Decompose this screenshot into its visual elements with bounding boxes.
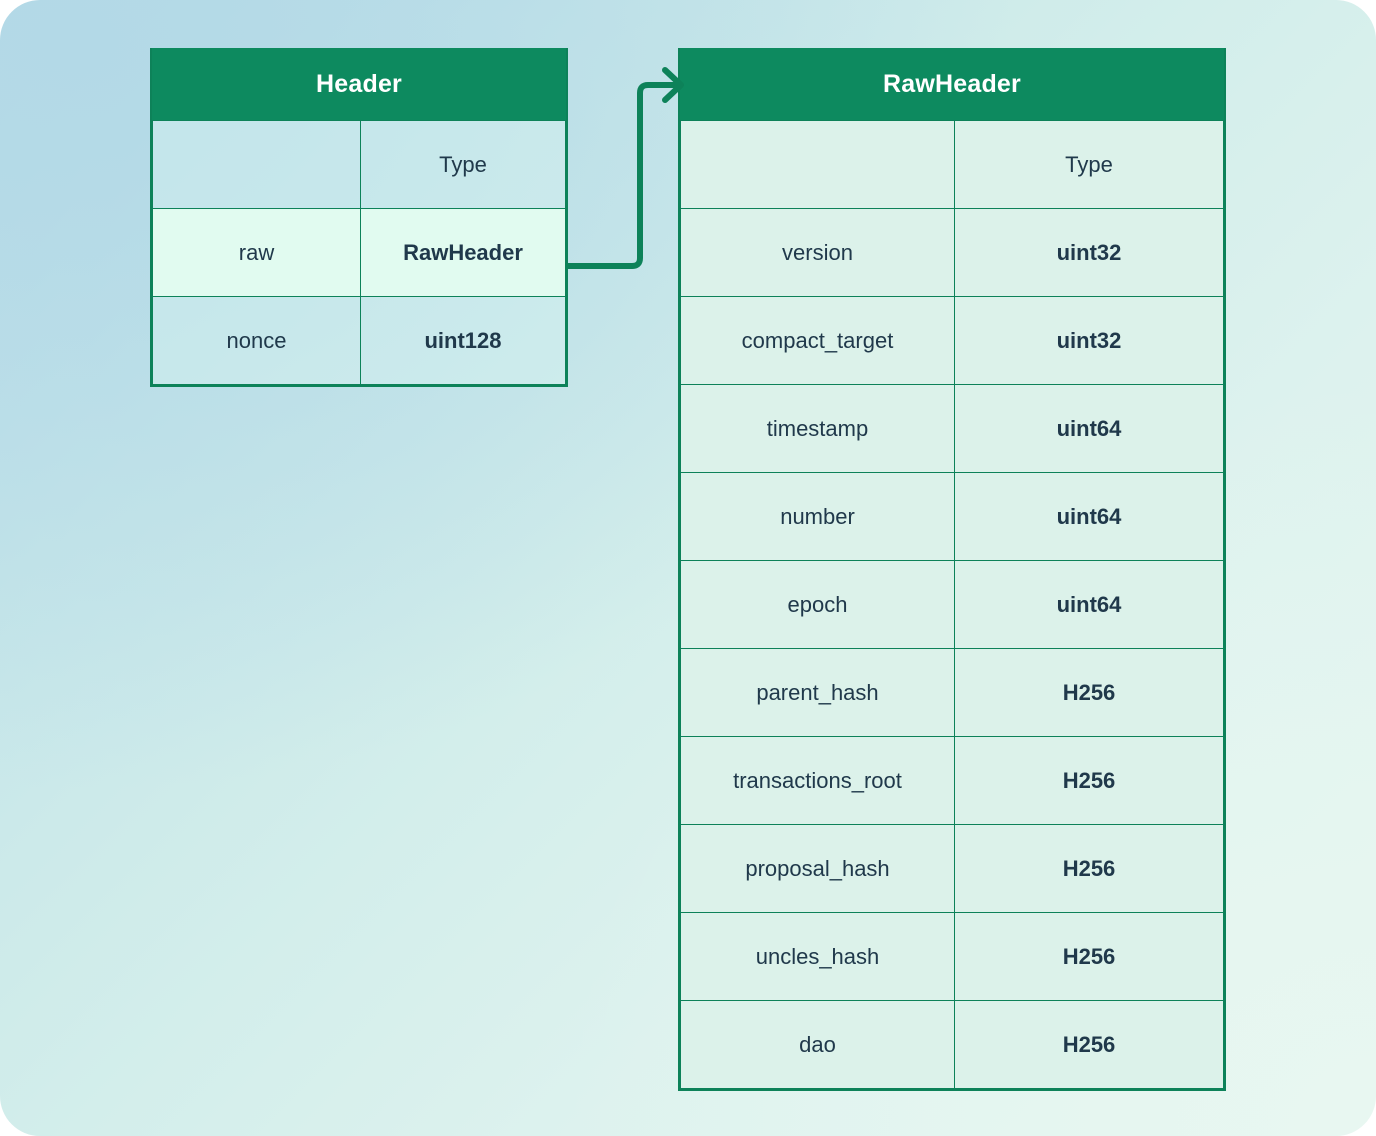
table-row[interactable]: compact_target uint32 <box>680 296 1224 385</box>
field-name: version <box>680 208 955 297</box>
field-name: raw <box>152 208 361 297</box>
table-row[interactable]: uncles_hash H256 <box>680 912 1224 1001</box>
field-type: uint32 <box>954 296 1224 385</box>
field-type: uint64 <box>954 472 1224 561</box>
field-name: proposal_hash <box>680 824 955 913</box>
field-type: uint64 <box>954 560 1224 649</box>
field-type: RawHeader <box>360 208 566 297</box>
entity-table-rawheader: RawHeader Type version uint32 compact_ta… <box>678 48 1226 1091</box>
field-type: H256 <box>954 1000 1224 1089</box>
field-type: H256 <box>954 648 1224 737</box>
table-row[interactable]: epoch uint64 <box>680 560 1224 649</box>
column-header-type: Type <box>954 120 1224 209</box>
field-name: parent_hash <box>680 648 955 737</box>
field-name: compact_target <box>680 296 955 385</box>
table-row[interactable]: dao H256 <box>680 1000 1224 1089</box>
table-row[interactable]: proposal_hash H256 <box>680 824 1224 913</box>
field-type: H256 <box>954 824 1224 913</box>
table-header-row: Type <box>680 120 1224 209</box>
entity-table-header: Header Type raw RawHeader nonce uint128 <box>150 48 568 387</box>
field-name: transactions_root <box>680 736 955 825</box>
field-name: uncles_hash <box>680 912 955 1001</box>
column-header-name <box>680 120 955 209</box>
table-row[interactable]: transactions_root H256 <box>680 736 1224 825</box>
table-row[interactable]: number uint64 <box>680 472 1224 561</box>
entity-table-rawheader-title: RawHeader <box>680 48 1224 120</box>
field-name: epoch <box>680 560 955 649</box>
entity-table-header-body: Type raw RawHeader nonce uint128 <box>152 120 566 385</box>
table-header-row: Type <box>152 120 566 209</box>
field-type: H256 <box>954 912 1224 1001</box>
field-name: nonce <box>152 296 361 385</box>
entity-table-rawheader-body: Type version uint32 compact_target uint3… <box>680 120 1224 1089</box>
field-type: H256 <box>954 736 1224 825</box>
field-type: uint32 <box>954 208 1224 297</box>
table-row[interactable]: timestamp uint64 <box>680 384 1224 473</box>
table-row[interactable]: version uint32 <box>680 208 1224 297</box>
field-name: dao <box>680 1000 955 1089</box>
field-name: number <box>680 472 955 561</box>
table-row[interactable]: parent_hash H256 <box>680 648 1224 737</box>
column-header-name <box>152 120 361 209</box>
field-type: uint128 <box>360 296 566 385</box>
entity-table-header-title: Header <box>152 48 566 120</box>
connector-line <box>565 82 683 269</box>
table-row[interactable]: nonce uint128 <box>152 296 566 385</box>
field-name: timestamp <box>680 384 955 473</box>
table-row[interactable]: raw RawHeader <box>152 208 566 297</box>
column-header-type: Type <box>360 120 566 209</box>
field-type: uint64 <box>954 384 1224 473</box>
